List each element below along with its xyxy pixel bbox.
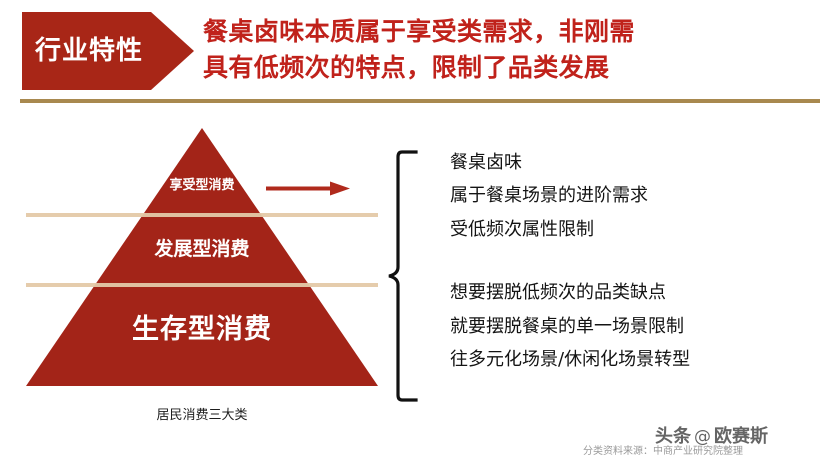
detail-line-5: 就要摆脱餐桌的单一场景限制 (450, 315, 684, 337)
pyramid-tier-label-enjoyment: 享受型消费 (169, 178, 235, 193)
page-title-line-2: 具有低频次的特点，限制了品类发展 (203, 52, 610, 82)
detail-group-strategy: 想要摆脱低频次的品类缺点 就要摆脱餐桌的单一场景限制 往多元化场景/休闲化场景转… (450, 276, 820, 376)
detail-line-4: 想要摆脱低频次的品类缺点 (450, 282, 666, 304)
pyramid-caption: 居民消费三大类 (156, 408, 248, 423)
pyramid-tier-divider-upper (26, 213, 378, 217)
pyramid-tier-divider-lower (26, 283, 378, 287)
watermark-brand-label: 头条 (655, 426, 691, 447)
page-title: 餐桌卤味本质属于享受类需求，非刚需 具有低频次的特点，限制了品类发展 (203, 14, 818, 85)
curly-brace-icon (388, 150, 418, 402)
pyramid-tier-label-development: 发展型消费 (154, 238, 250, 260)
detail-text-block: 餐桌卤味 属于餐桌场景的进阶需求 受低频次属性限制 想要摆脱低频次的品类缺点 就… (450, 146, 820, 377)
detail-line-3: 受低频次属性限制 (450, 218, 594, 240)
detail-group-current-state: 餐桌卤味 属于餐桌场景的进阶需求 受低频次属性限制 (450, 146, 820, 246)
page-title-line-1: 餐桌卤味本质属于享受类需求，非刚需 (203, 17, 635, 46)
watermark-account-name: 欧赛斯 (714, 426, 768, 447)
header-section-tag-label: 行业特性 (35, 36, 144, 66)
header-divider-rule (20, 99, 820, 103)
pyramid-tier-label-survival: 生存型消费 (132, 314, 272, 345)
detail-line-1: 餐桌卤味 (450, 152, 522, 173)
consumption-pyramid: 享受型消费 发展型消费 生存型消费 (26, 128, 378, 388)
watermark: 头条 @ 欧赛斯 (655, 428, 768, 446)
header-section-tag: 行业特性 (22, 12, 194, 90)
source-note: 分类资料来源：中商产业研究院整理 (583, 446, 743, 457)
detail-line-6: 往多元化场景/休闲化场景转型 (450, 349, 691, 371)
watermark-at-symbol: @ (694, 426, 711, 447)
right-arrow-icon (266, 181, 350, 196)
detail-line-2: 属于餐桌场景的进阶需求 (450, 185, 648, 207)
header-band: 行业特性 餐桌卤味本质属于享受类需求，非刚需 具有低频次的特点，限制了品类发展 (0, 0, 830, 103)
